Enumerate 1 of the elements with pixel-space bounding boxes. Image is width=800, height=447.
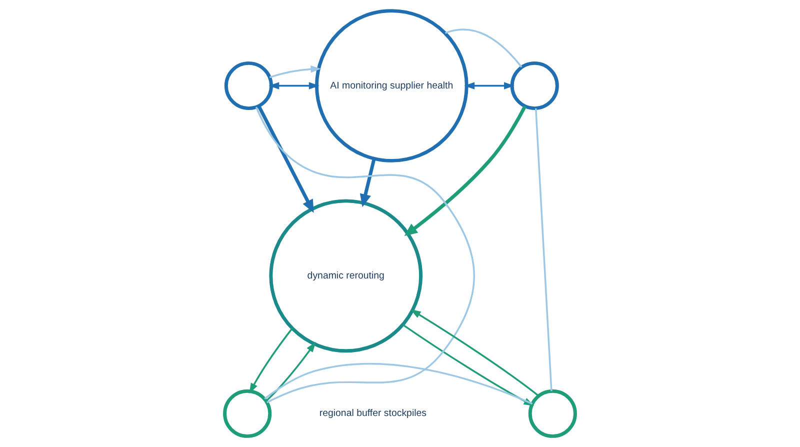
label: regional buffer stockpiles [319,408,427,420]
